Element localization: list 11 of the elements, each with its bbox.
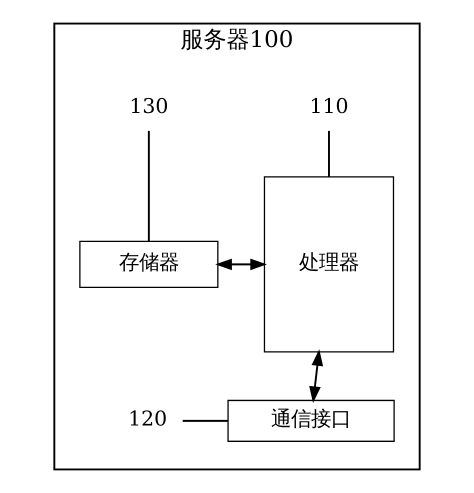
node-text: 120: [128, 406, 168, 431]
node-text: 110: [309, 94, 348, 118]
connector: [182, 420, 228, 422]
connector: [148, 130, 150, 241]
node-box: 处理器: [264, 176, 394, 353]
node-box: 存储器: [79, 240, 218, 288]
arrow: [215, 258, 267, 270]
arrow: [309, 349, 324, 404]
node-text: 130: [129, 94, 168, 118]
node-box: 通信接口: [227, 400, 395, 442]
connector: [328, 130, 330, 177]
